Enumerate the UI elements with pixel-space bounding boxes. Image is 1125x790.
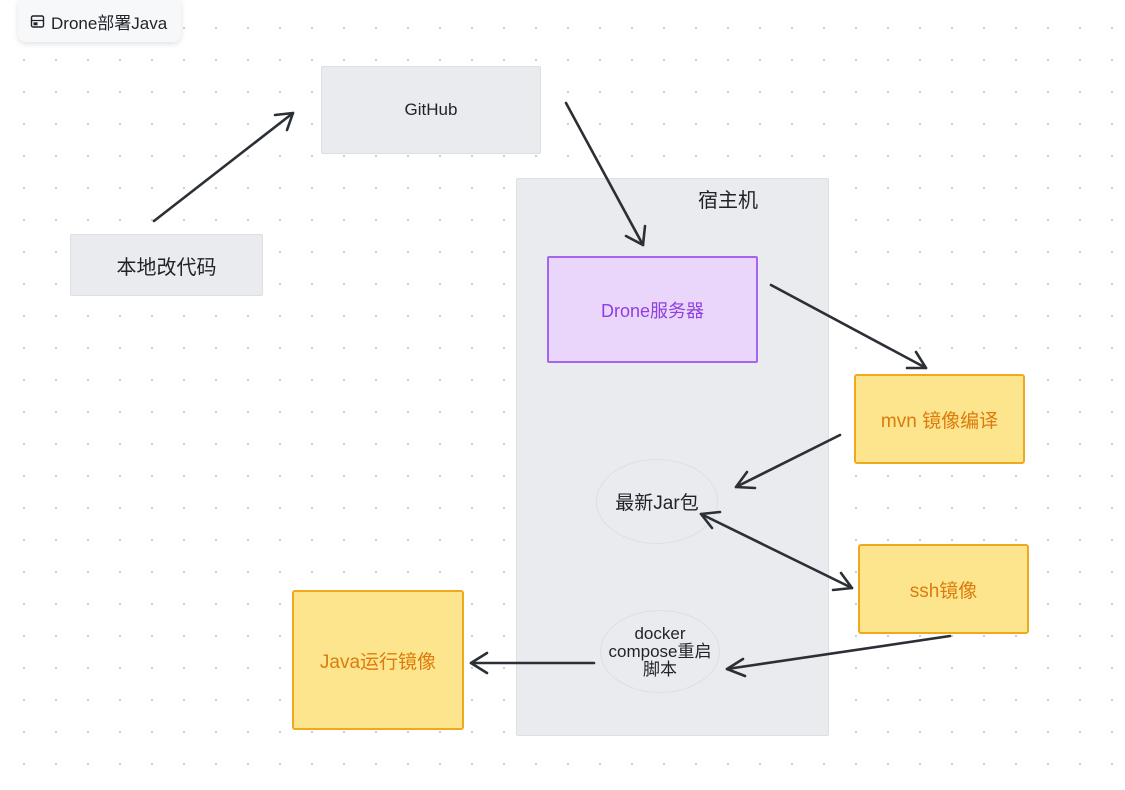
local-code-label: 本地改代码 [116, 256, 217, 279]
latest-jar-node[interactable]: 最新Jar包 [596, 459, 718, 544]
java-runtime-label: Java运行镜像 [319, 651, 437, 673]
ssh-image-label: ssh镜像 [909, 580, 978, 602]
local-code-node[interactable]: 本地改代码 [70, 234, 263, 296]
latest-jar-label: 最新Jar包 [615, 493, 699, 514]
host-machine-label: 宿主机 [698, 190, 758, 212]
docker-compose-label-line2: compose重启 [608, 641, 712, 661]
github-label: GitHub [404, 100, 458, 119]
board-title: Drone部署Java [51, 13, 168, 33]
docker-compose-label-line3: 脚本 [642, 659, 677, 679]
arrow-local-to-github[interactable] [152, 111, 295, 223]
ssh-image-node[interactable]: ssh镜像 [858, 544, 1029, 634]
drone-server-label: Drone服务器 [600, 300, 705, 321]
drone-server-node[interactable]: Drone服务器 [547, 256, 758, 363]
docker-compose-label-line1: docker [634, 623, 686, 643]
docker-compose-script-node[interactable]: docker compose重启 脚本 [600, 610, 720, 693]
java-runtime-node[interactable]: Java运行镜像 [292, 590, 464, 730]
mvn-build-node[interactable]: mvn 镜像编译 [854, 374, 1025, 464]
board-icon [30, 14, 45, 29]
github-node[interactable]: GitHub [321, 66, 541, 154]
board-title-chip[interactable]: Drone部署Java [18, 0, 182, 42]
mvn-build-label: mvn 镜像编译 [880, 410, 999, 432]
